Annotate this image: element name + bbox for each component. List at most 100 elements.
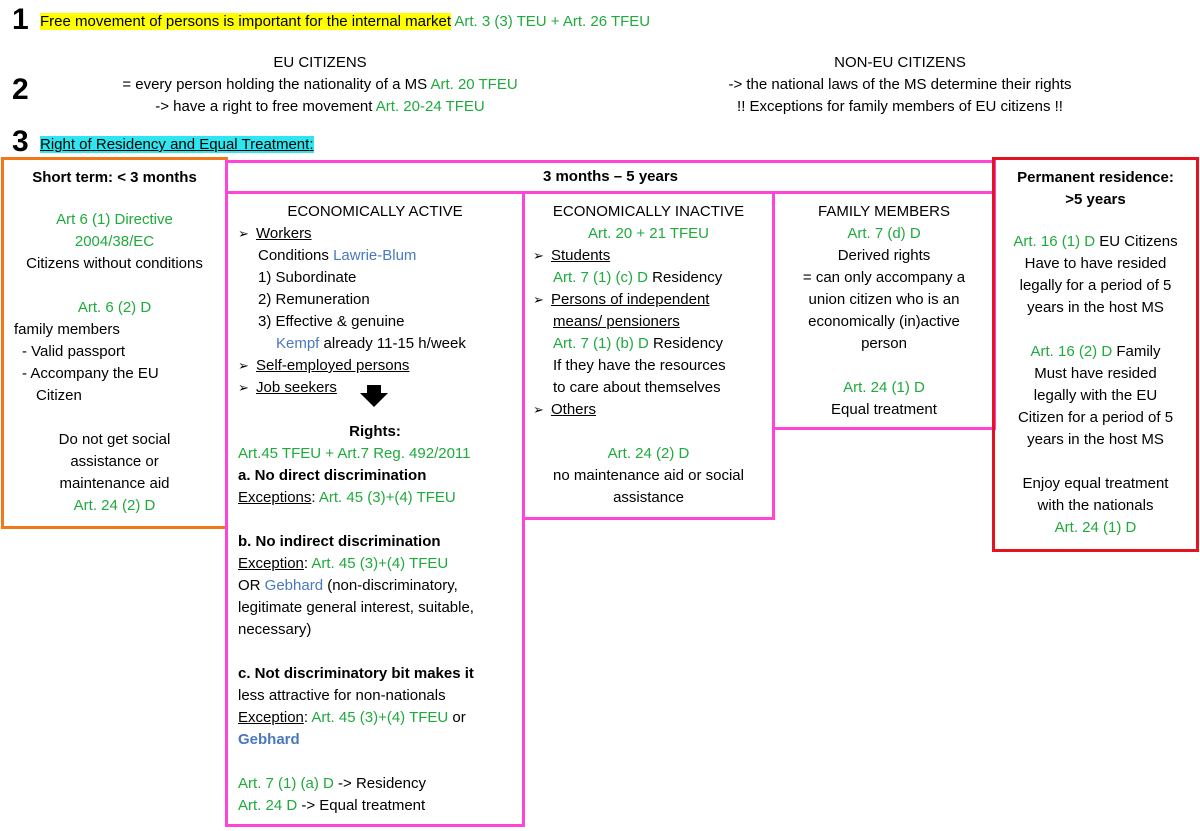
- section-number-2: 2: [12, 73, 29, 106]
- family-members-box: FAMILY MEMBERS Art. 7 (d) D Derived righ…: [772, 191, 996, 430]
- condition-2: 2) Remuneration: [258, 291, 370, 308]
- right-b-or: OR: [238, 577, 265, 594]
- active-self-employed: Self-employed persons: [256, 357, 410, 374]
- workers-arrow-icon: [238, 225, 256, 242]
- right-c-line1: c. Not discriminatory bit makes it: [238, 665, 474, 682]
- economically-inactive-box: ECONOMICALLY INACTIVE Art. 20 + 21 TFEU …: [522, 191, 775, 520]
- section-number-3: 3: [12, 125, 29, 158]
- permanent-p2-l2: legally with the EU: [1033, 387, 1158, 404]
- inactive-note1: no maintenance aid or social: [553, 467, 744, 484]
- eu-citizens-block: EU CITIZENS = every person holding the n…: [60, 52, 580, 118]
- permanent-art2: Art. 16 (2) D: [1030, 343, 1113, 360]
- job-seekers-arrow-icon: [238, 379, 256, 396]
- permanent-residence-box: Permanent residence: >5 years Art. 16 (1…: [992, 157, 1199, 552]
- short-term-item1: - Valid passport: [22, 343, 126, 360]
- eu-line1-article: Art. 20 TFEU: [430, 76, 518, 93]
- eu-line2-article: Art. 20-24 TFEU: [375, 98, 485, 115]
- family-article-2: Art. 24 (1) D: [843, 379, 925, 396]
- short-term-item2b: Citizen: [36, 387, 82, 404]
- short-term-art2: Art. 6 (2) D: [77, 299, 152, 316]
- permanent-p1-l3: years in the host MS: [1027, 299, 1164, 316]
- short-term-item2: - Accompany the EU: [22, 365, 159, 382]
- permanent-art3: Art. 24 (1) D: [1054, 519, 1137, 536]
- active-title: ECONOMICALLY ACTIVE: [287, 203, 463, 220]
- short-term-note1: Do not get social: [58, 431, 171, 448]
- independent-arrow-icon: [533, 291, 551, 308]
- section3-title-text: Right of Residency and Equal Treatment: [40, 136, 310, 153]
- active-job-seekers: Job seekers: [256, 379, 337, 396]
- permanent-p1-l2: legally for a period of 5: [1019, 277, 1172, 294]
- independent-text: Residency: [648, 335, 724, 352]
- independent-cond1: If they have the resources: [553, 357, 726, 374]
- non-eu-line1: -> the national laws of the MS determine…: [728, 76, 1072, 93]
- right-c-exception-article: Art. 45 (3)+(4) TFEU: [311, 709, 449, 726]
- self-employed-arrow-icon: [238, 357, 256, 374]
- short-term-text1: Citizens without conditions: [26, 255, 203, 272]
- right-c-exception-label: Exception: [238, 709, 304, 726]
- kempf-text: already 11-15 h/week: [319, 335, 466, 352]
- family-equal: Equal treatment: [831, 401, 937, 418]
- non-eu-title: NON-EU CITIZENS: [834, 54, 966, 71]
- inactive-article-2: Art. 24 (2) D: [607, 445, 690, 462]
- family-title: FAMILY MEMBERS: [818, 203, 950, 220]
- right-b-exception-label: Exception: [238, 555, 304, 572]
- right-a-exception-article: Art. 45 (3)+(4) TFEU: [318, 489, 456, 506]
- right-c-line2: less attractive for non-nationals: [238, 687, 446, 704]
- right-b-title: b. No indirect discrimination: [238, 533, 441, 550]
- non-eu-citizens-block: NON-EU CITIZENS -> the national laws of …: [640, 52, 1160, 118]
- permanent-p1-l1: Have to have resided: [1024, 255, 1167, 272]
- middle-period-title: 3 months – 5 years: [542, 168, 679, 185]
- students-arrow-icon: [533, 247, 551, 264]
- residency-text: -> Residency: [333, 775, 426, 792]
- eu-citizens-line2: -> have a right to free movement Art. 20…: [60, 96, 580, 118]
- section1-highlight: Free movement of persons is important fo…: [40, 13, 452, 30]
- section3-title-colon: :: [309, 136, 314, 153]
- condition-1: 1) Subordinate: [258, 269, 357, 286]
- economically-active-box: ECONOMICALLY ACTIVE Workers Conditions L…: [225, 191, 525, 827]
- permanent-title1: Permanent residence:: [1017, 169, 1174, 186]
- permanent-p2-l3: Citizen for a period of 5: [1017, 409, 1174, 426]
- right-b-line3: necessary): [238, 621, 312, 638]
- permanent-art1: Art. 16 (1) D: [1013, 233, 1096, 250]
- eu-line2-text: -> have a right to free movement: [155, 98, 373, 115]
- section3-title: Right of Residency and Equal Treatment:: [40, 134, 314, 156]
- case-lawrie-blum: Lawrie-Blum: [333, 247, 417, 264]
- others-arrow-icon: [533, 401, 551, 418]
- short-term-box: Short term: < 3 months Art 6 (1) Directi…: [1, 157, 228, 529]
- equal-treatment-article: Art. 24 D: [238, 797, 298, 814]
- permanent-art1-text: EU Citizens: [1095, 233, 1178, 250]
- students-article: Art. 7 (1) (c) D: [553, 269, 649, 286]
- inactive-others: Others: [551, 401, 597, 418]
- active-conditions: Conditions: [258, 247, 329, 264]
- inactive-title: ECONOMICALLY INACTIVE: [552, 203, 745, 220]
- section1-statement: Free movement of persons is important fo…: [40, 11, 650, 33]
- family-derived: Derived rights: [837, 247, 931, 264]
- eu-citizens-line1: = every person holding the nationality o…: [60, 74, 580, 96]
- rights-title: Rights:: [349, 423, 401, 440]
- short-term-title: Short term: < 3 months: [32, 169, 197, 186]
- section1-article: Art. 3 (3) TEU + Art. 26 TFEU: [454, 13, 651, 30]
- middle-period-header: 3 months – 5 years: [225, 160, 996, 194]
- case-kempf: Kempf: [276, 335, 320, 352]
- right-c-or: or: [448, 709, 466, 726]
- right-b-exception-article: Art. 45 (3)+(4) TFEU: [311, 555, 449, 572]
- family-article: Art. 7 (d) D: [847, 225, 921, 242]
- family-line1: = can only accompany a: [802, 269, 966, 286]
- permanent-p2-l4: years in the host MS: [1027, 431, 1164, 448]
- right-b-line2: legitimate general interest, suitable,: [238, 599, 474, 616]
- down-arrow-icon: [360, 385, 388, 407]
- permanent-p3-l2: with the nationals: [1037, 497, 1154, 514]
- case-gebhard-2: Gebhard: [238, 731, 300, 748]
- eu-citizens-title: EU CITIZENS: [273, 54, 367, 71]
- independent-cond2: to care about themselves: [553, 379, 721, 396]
- right-a-title: a. No direct discrimination: [238, 467, 427, 484]
- family-line4: person: [861, 335, 907, 352]
- section-number-1: 1: [12, 3, 29, 36]
- right-a-exception-label: Exceptions: [238, 489, 312, 506]
- family-line2: union citizen who is an: [808, 291, 960, 308]
- permanent-art2-text: Family: [1112, 343, 1161, 360]
- students-text: Residency: [648, 269, 723, 286]
- short-term-art1b: 2004/38/EC: [74, 233, 155, 250]
- inactive-note2: assistance: [613, 489, 684, 506]
- short-term-note3: maintenance aid: [59, 475, 170, 492]
